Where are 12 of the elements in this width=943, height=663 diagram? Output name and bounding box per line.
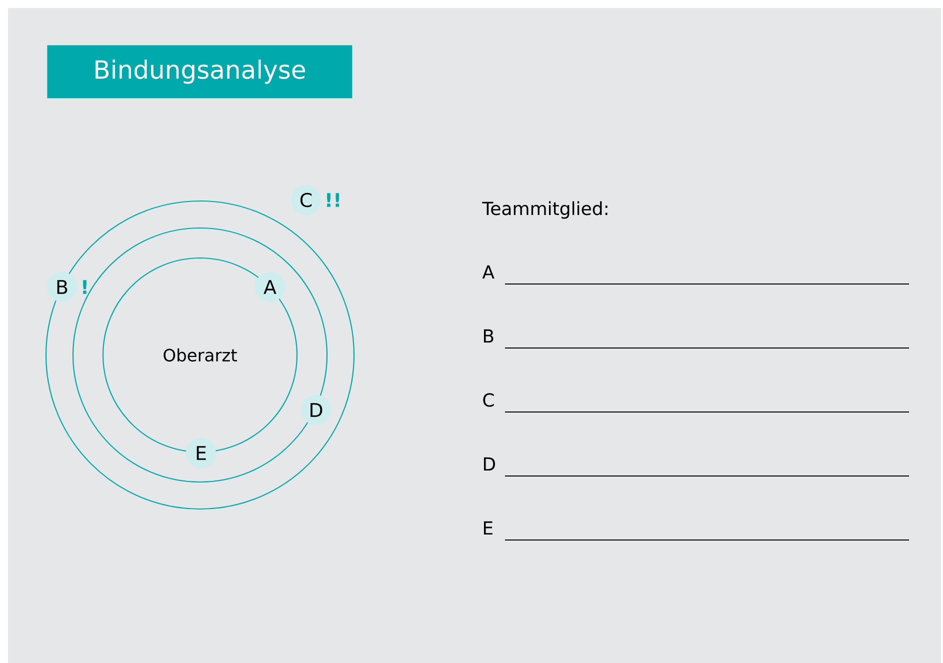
title-banner: Bindungsanalyse (47, 45, 352, 98)
row-letter: C (483, 393, 494, 407)
letter-bubble: C (291, 185, 321, 215)
exclamation-mark: !! (327, 193, 340, 207)
ring (72, 227, 328, 483)
row-letter: E (484, 521, 492, 535)
row-letter: B (484, 329, 494, 343)
exclamation-mark: ! (83, 280, 86, 294)
letter-bubble: B (47, 272, 77, 302)
row-letter: A (482, 265, 494, 279)
heading: Teammitglied: (482, 201, 608, 219)
row-letter: D (484, 457, 495, 471)
